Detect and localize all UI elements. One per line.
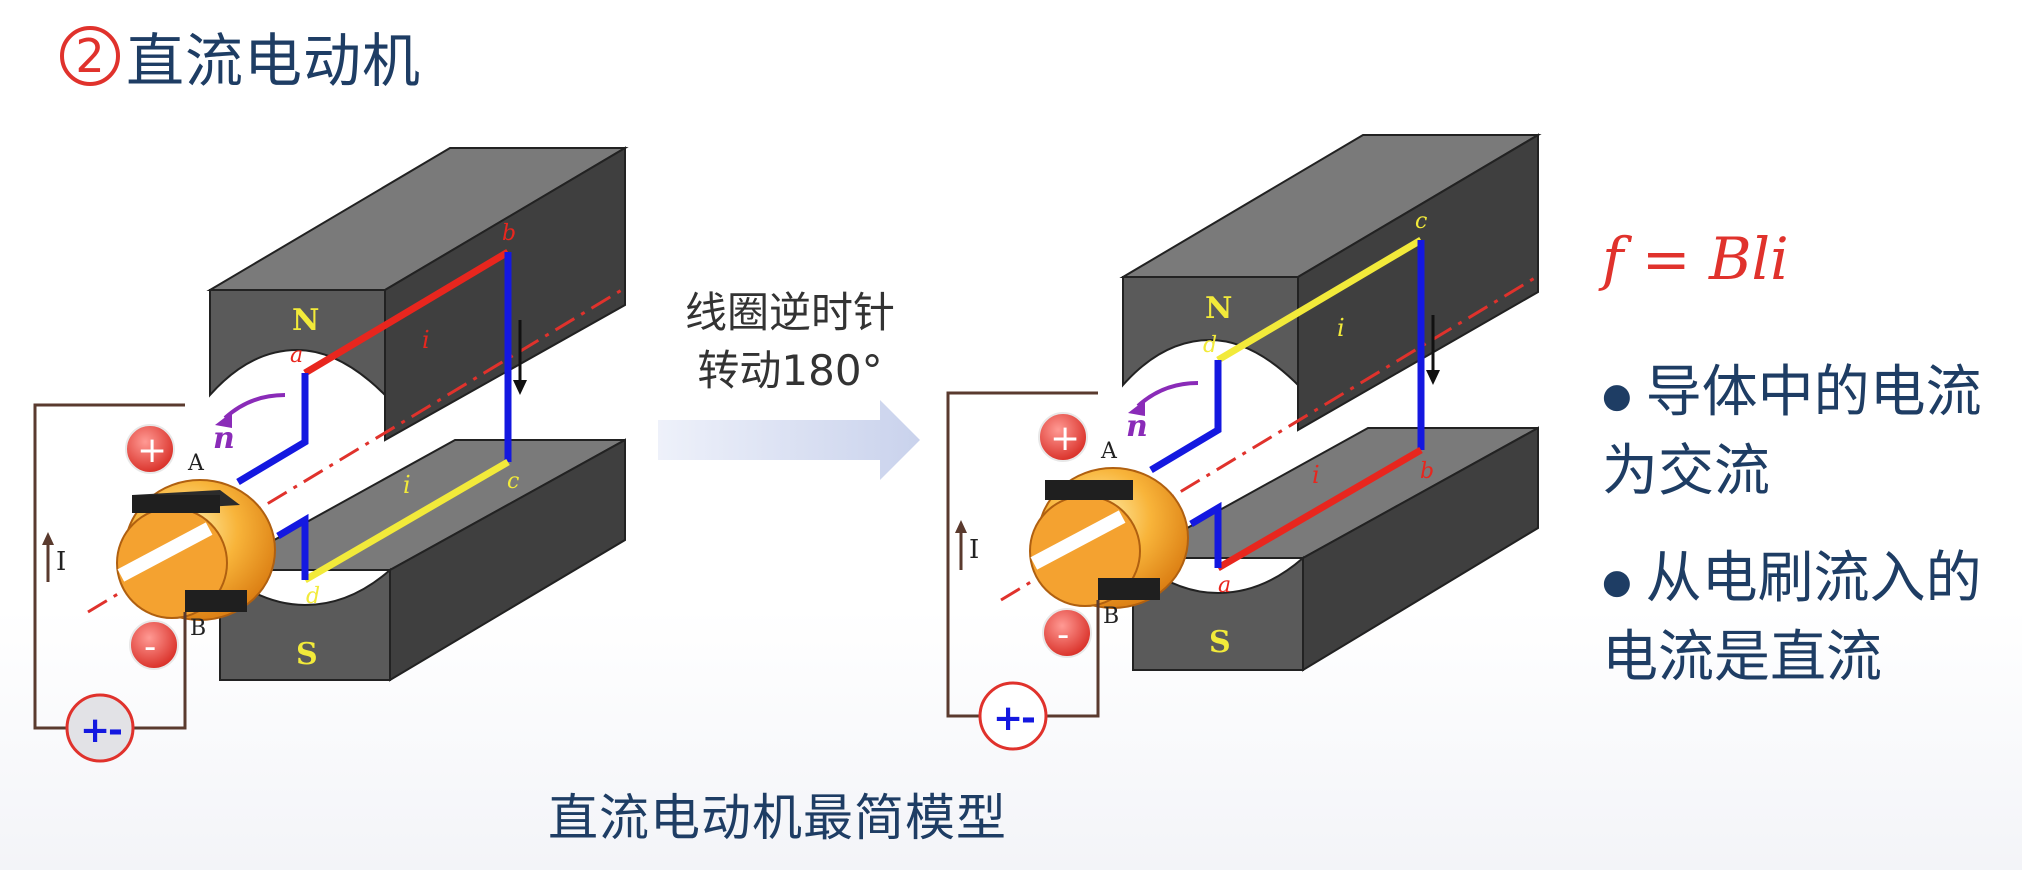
- left-rotation-arrow: [223, 393, 286, 420]
- right-current-label-top: i: [1337, 314, 1345, 342]
- right-corner-a: a: [1218, 573, 1231, 598]
- left-external-circuit: [33, 403, 187, 730]
- right-corner-b: b: [1420, 459, 1434, 484]
- left-coil-yellow-segment: [303, 458, 510, 584]
- left-coil-blue-a-lead: [236, 373, 309, 486]
- right-plus-marker: [1038, 412, 1088, 462]
- left-south-label: S: [296, 637, 318, 672]
- right-minus-sign: -: [1057, 615, 1069, 655]
- left-corner-b: b: [502, 221, 516, 246]
- left-plus-marker: [125, 424, 175, 474]
- bullet-text-1: 导体中的电流为交流: [1602, 360, 1982, 504]
- rotation-note-line1: 线圈逆时针: [684, 288, 895, 337]
- right-brush-b: [1098, 578, 1160, 600]
- left-battery-plus: +: [80, 710, 110, 751]
- right-corner-d: d: [1203, 333, 1217, 358]
- right-battery-minus: -: [1021, 698, 1036, 739]
- right-north-magnet-front: [1122, 276, 1299, 388]
- bullet-text-2: 从电刷流入的电流是直流: [1602, 546, 1982, 690]
- bullet-item-1: ●导体中的电流为交流: [1602, 355, 2002, 510]
- right-minus-marker: [1042, 608, 1092, 658]
- right-battery-symbol: [978, 681, 1048, 751]
- left-side-force-arrowhead: [513, 380, 527, 395]
- rotate-transition-arrow: [658, 400, 920, 480]
- slide-title: 2 直流电动机: [60, 14, 421, 98]
- right-brush-a-label: A: [1100, 439, 1118, 464]
- right-rotation-arrow: [1136, 381, 1199, 408]
- left-north-label: N: [292, 303, 319, 338]
- left-brush-b-label: B: [190, 616, 206, 641]
- right-corner-c: c: [1415, 209, 1427, 234]
- left-rotation-arrowhead: [215, 412, 232, 428]
- right-external-circuit: [946, 391, 1100, 718]
- rotation-note: 线圈逆时针 转动180°: [660, 284, 920, 400]
- right-circuit-current-label: I: [969, 535, 979, 565]
- left-corner-c: c: [507, 469, 519, 494]
- left-plus-sign: +: [137, 430, 167, 471]
- right-side-force-arrowhead: [1426, 370, 1440, 385]
- right-coil-blue-a-lead: [1189, 501, 1222, 568]
- right-circuit-current-arrowhead: [955, 520, 967, 533]
- left-current-label-top: i: [422, 326, 430, 354]
- right-plus-sign: +: [1050, 418, 1080, 459]
- left-brush-b: [185, 590, 247, 612]
- figure-caption: 直流电动机最简模型: [548, 789, 1007, 847]
- left-north-magnet-front: [209, 289, 386, 398]
- left-coil-red-segment: [303, 248, 510, 377]
- right-south-label: S: [1209, 625, 1231, 660]
- left-minus-sign: -: [144, 627, 156, 667]
- force-formula: f = Bli: [1602, 225, 1789, 293]
- bullet-dot-icon: ●: [1602, 561, 1632, 602]
- right-north-label: N: [1205, 291, 1232, 326]
- rotation-note-line2: 转动180°: [697, 346, 883, 395]
- right-coil-red-segment: [1216, 446, 1423, 572]
- right-motor-diagram: + - I + - N S c d b a i i n A B: [946, 133, 1542, 751]
- bullet-item-2: ●从电刷流入的电流是直流: [1602, 541, 2002, 696]
- left-minus-marker: [129, 620, 179, 670]
- left-corner-a: a: [290, 343, 303, 368]
- right-rotation-label: n: [1126, 409, 1148, 444]
- left-circuit-current-arrowhead: [42, 532, 54, 545]
- left-battery-symbol: [65, 693, 135, 763]
- left-brush-a-body: [132, 495, 220, 513]
- left-rotation-label: n: [213, 421, 235, 456]
- right-current-label-bottom: i: [1312, 461, 1320, 489]
- bullet-dot-icon: ●: [1602, 375, 1632, 416]
- right-battery-plus: +: [993, 698, 1023, 739]
- left-corner-d: d: [306, 584, 320, 609]
- left-current-label-bottom: i: [403, 471, 411, 499]
- left-motor-diagram: + - I + - N S a b c d i i n A B: [33, 146, 629, 763]
- page-title: 直流电动机: [126, 27, 422, 95]
- right-coil-blue-d-lead: [1149, 360, 1222, 474]
- left-coil-blue-d-lead: [276, 513, 309, 580]
- right-brush-a: [1045, 480, 1133, 500]
- right-rotation-arrowhead: [1128, 400, 1145, 416]
- left-battery-minus: -: [108, 710, 123, 751]
- right-brush-b-label: B: [1103, 604, 1119, 629]
- section-number-badge: 2: [60, 26, 120, 86]
- left-circuit-current-label: I: [56, 547, 66, 577]
- right-coil-yellow-segment: [1216, 236, 1423, 364]
- left-brush-a-label: A: [187, 451, 205, 476]
